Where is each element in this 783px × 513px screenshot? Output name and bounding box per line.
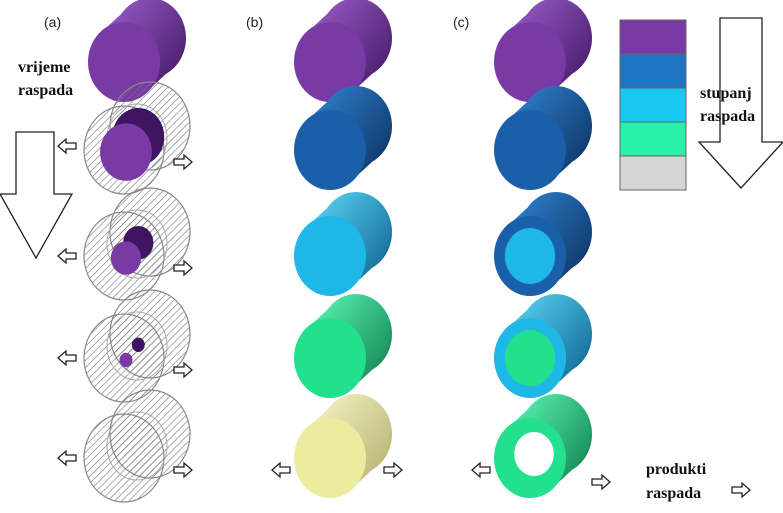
- panel-b-cylinder-0: [294, 0, 392, 102]
- panel-c-hollow-core: [514, 432, 554, 476]
- release-arrow-right-a-1: [173, 153, 193, 171]
- legend-swatch-4: [619, 155, 687, 191]
- degree-label-line2: raspada: [700, 108, 756, 125]
- legend-swatch-3: [619, 121, 687, 157]
- panel-b-cylinder-2: [294, 192, 392, 296]
- panel-b-cylinder-3-face: [294, 318, 366, 398]
- panel-b-cylinder-2-face: [294, 216, 366, 296]
- panel-c-inner-core-2: [504, 228, 556, 284]
- degree-label-line1: stupanj: [700, 85, 752, 102]
- panel-label-b: (b): [246, 14, 264, 30]
- panel-b-cylinder-0-face: [294, 22, 366, 102]
- release-arrow-left-c: [471, 461, 491, 479]
- legend-swatch-2: [619, 87, 687, 123]
- release-arrow-left-a-2: [57, 247, 77, 265]
- time-label-line2: raspada: [18, 82, 74, 99]
- products-arrow: [731, 481, 751, 499]
- panel-c-cylinder-3: [494, 294, 592, 398]
- panel-c-cylinder-1: [494, 86, 592, 190]
- panel-a-cylinder-0: [88, 0, 186, 102]
- release-arrow-left-a-1: [57, 137, 77, 155]
- legend-swatch-1: [619, 53, 687, 89]
- degree-down-arrow: [697, 17, 783, 189]
- release-arrow-left-a-3: [57, 349, 77, 367]
- panel-label-a: (a): [44, 14, 62, 30]
- legend-swatch-0: [619, 19, 687, 55]
- panel-b-cylinder-3: [294, 294, 392, 398]
- panel-c-cylinder-2: [494, 192, 592, 296]
- panel-c-inner-core-3: [504, 330, 556, 386]
- release-arrow-right-a-4: [173, 461, 193, 479]
- panel-c-cylinder-4: [494, 394, 592, 498]
- release-arrow-right-a-2: [173, 259, 193, 277]
- panel-c-cylinder-0: [494, 0, 592, 102]
- panel-a-cylinder-4: [83, 389, 191, 503]
- panel-b-cylinder-1-face: [294, 110, 366, 190]
- release-arrow-left-b: [271, 461, 291, 479]
- panel-a-cylinder-2: [83, 187, 191, 301]
- panel-c-cylinder-1-face: [494, 110, 566, 190]
- time-label-line1: vrijeme: [18, 59, 71, 76]
- panel-c-cylinder-0-face: [494, 22, 566, 102]
- panel-label-c: (c): [453, 14, 470, 30]
- panel-a-cylinder-0-face: [88, 22, 160, 102]
- panel-a-cylinder-3: [83, 289, 191, 403]
- release-arrow-left-a-4: [57, 449, 77, 467]
- panel-a-cylinder-1: [83, 81, 191, 195]
- release-arrow-right-a-3: [173, 361, 193, 379]
- products-label-line1: produkti: [646, 461, 707, 478]
- panel-b-cylinder-1: [294, 86, 392, 190]
- products-label-line2: raspada: [646, 485, 702, 502]
- panel-b-cylinder-4-face: [294, 418, 366, 498]
- release-arrow-right-b: [383, 461, 403, 479]
- panel-b-cylinder-4: [294, 394, 392, 498]
- time-down-arrow: [0, 131, 74, 260]
- release-arrow-right-c: [591, 473, 611, 491]
